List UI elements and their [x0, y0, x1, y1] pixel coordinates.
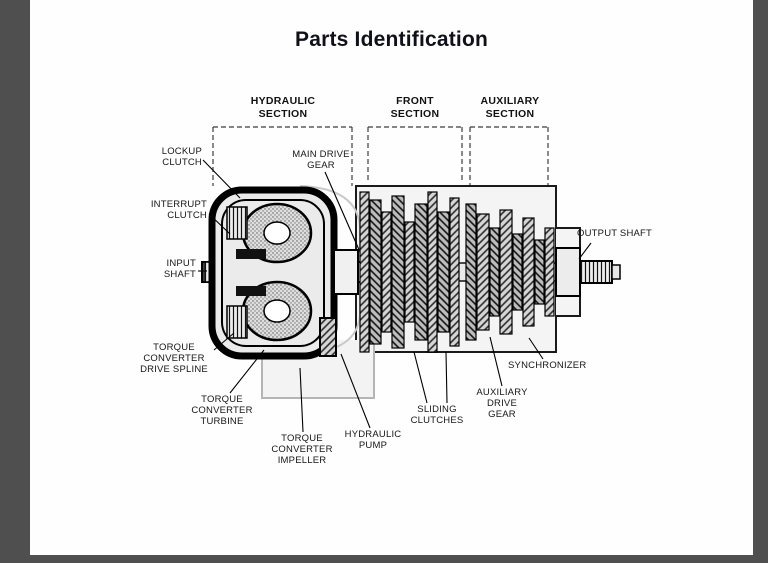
page-title: Parts Identification — [294, 28, 489, 51]
label-torque-converter-drive-spline: TORQUE CONVERTER DRIVE SPLINE — [140, 342, 208, 376]
section-bracket-front — [367, 126, 463, 183]
label-torque-converter-impeller: TORQUE CONVERTER IMPELLER — [271, 433, 333, 467]
label-synchronizer: SYNCHRONIZER — [508, 360, 587, 371]
front-section-gears — [359, 191, 460, 353]
label-hydraulic-pump: HYDRAULIC PUMP — [344, 429, 402, 452]
label-auxiliary-drive-gear: AUXILIARY DRIVE GEAR — [476, 387, 528, 421]
label-input-shaft: INPUT SHAFT — [163, 258, 196, 281]
leader-lines — [198, 159, 592, 433]
label-interrupt-clutch: INTERRUPT CLUTCH — [150, 199, 207, 222]
section-header-auxiliary: AUXILIARY SECTION — [480, 95, 540, 121]
label-sliding-clutches: SLIDING CLUTCHES — [410, 404, 464, 427]
label-torque-converter-turbine: TORQUE CONVERTER TURBINE — [191, 394, 253, 428]
section-header-hydraulic: HYDRAULIC SECTION — [250, 95, 316, 121]
section-bracket-auxiliary — [469, 126, 549, 188]
section-bracket-hydraulic — [212, 126, 353, 186]
label-main-drive-gear: MAIN DRIVE GEAR — [292, 149, 350, 172]
auxiliary-section-gears — [465, 203, 555, 341]
label-lockup-clutch: LOCKUP CLUTCH — [161, 146, 202, 169]
torque-converter-drawing — [208, 186, 359, 360]
output-shaft-drawing — [555, 247, 621, 297]
section-header-front: FRONT SECTION — [390, 95, 440, 121]
label-output-shaft: OUTPUT SHAFT — [577, 228, 653, 239]
